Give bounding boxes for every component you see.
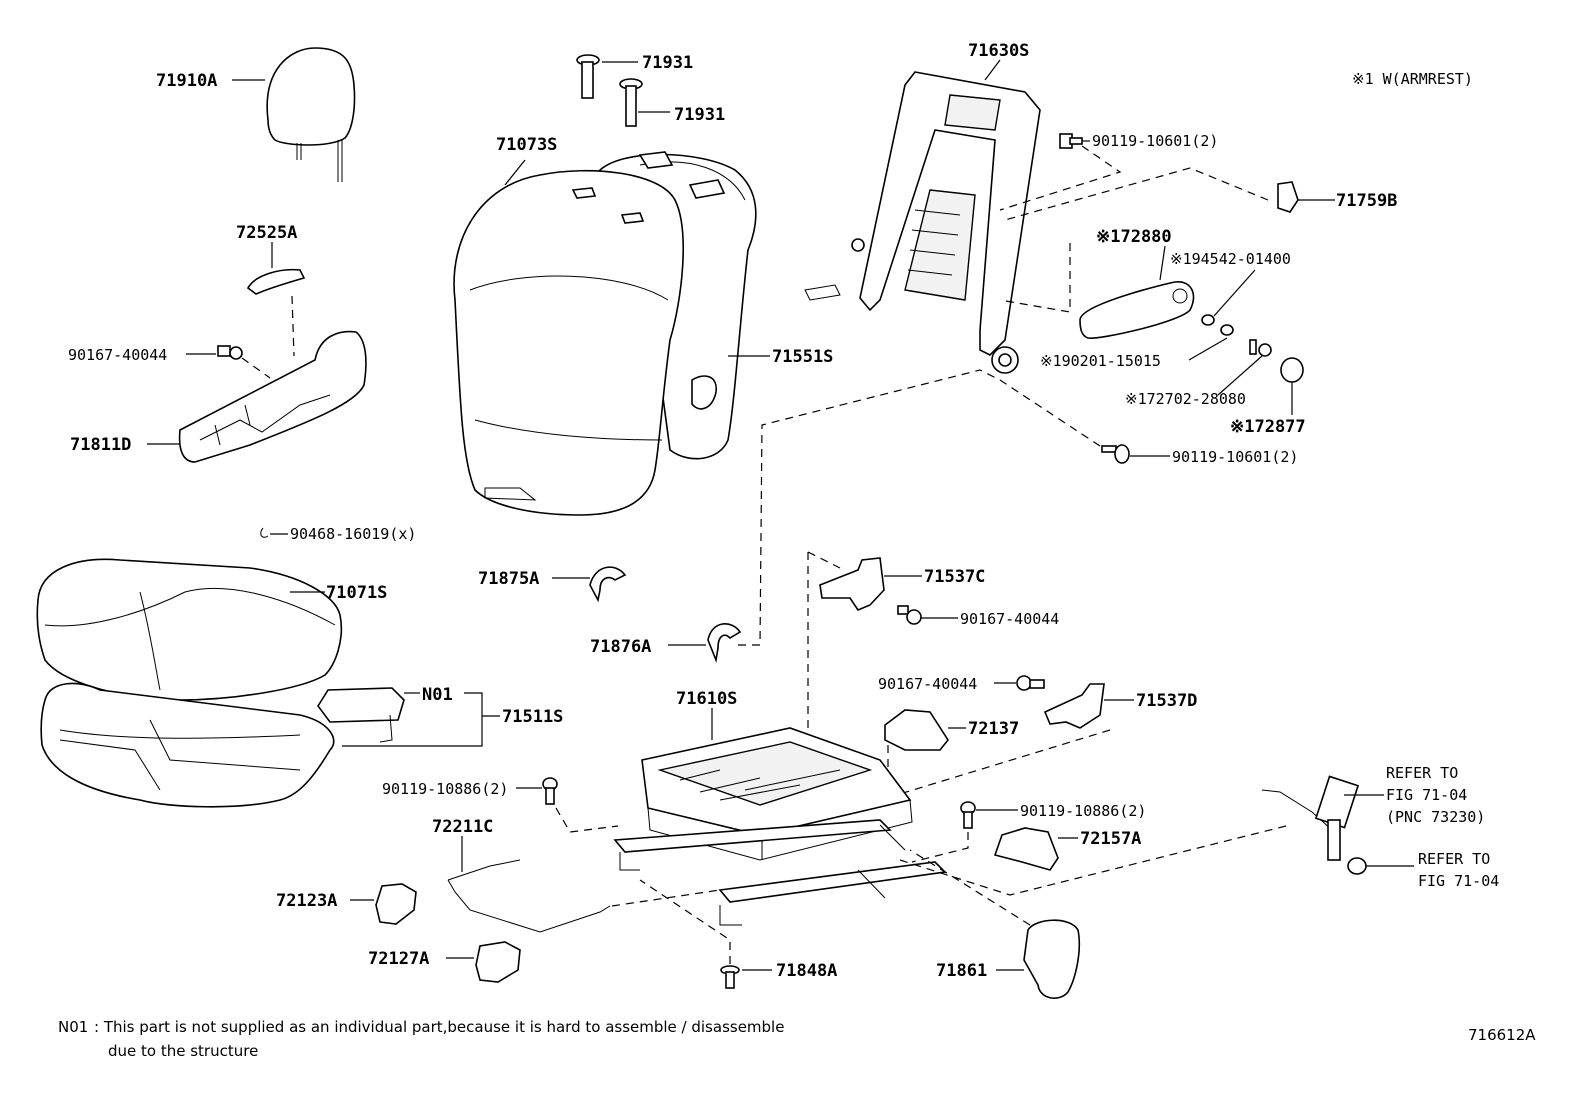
label-N01: N01 [422,685,453,705]
label-71537C: 71537C [924,567,985,587]
label-71848A: 71848A [776,961,837,981]
label-190201-15015: ※190201-15015 [1040,352,1161,370]
seat-track-drawing [613,819,947,926]
clip-71931-upper [576,54,600,99]
bolt-90167-40044-71537D [1016,675,1045,691]
label-90167-40044-mid: 90167-40044 [960,610,1059,628]
knob-72525A [246,268,306,295]
clip-90468 [260,527,269,538]
label-71511S: 71511S [502,707,563,727]
washer-190201 [1220,324,1234,336]
refer-text-1c: (PNC 73230) [1386,808,1485,826]
bolt-90119-10886-left [542,777,558,805]
label-90119-10886-right: 90119-10886(2) [1020,802,1146,820]
bolt-90119-10886-right [960,801,976,829]
harness-72211C [447,859,611,933]
label-194542-01400: ※194542-01400 [1170,250,1291,268]
headrest-drawing [266,47,356,182]
refer-text-1b: FIG 71-04 [1386,786,1467,804]
label-90468-16019: 90468-16019(x) [290,525,416,543]
bolt-90119-10601-lower [1101,444,1130,464]
label-71610S: 71610S [676,689,737,709]
footnote-code: N01 [58,1018,88,1036]
cover-72137 [884,709,949,751]
armrest-172880 [1079,281,1195,339]
label-90119-10886-left: 90119-10886(2) [382,780,508,798]
clip-71875A [589,566,627,603]
label-72123A: 72123A [276,891,337,911]
nut-refer [1347,857,1367,875]
label-71931-lower: 71931 [674,105,725,125]
seatback-cover-drawing [453,169,684,516]
cover-72123A [375,883,417,925]
cover-71861 [1023,919,1081,999]
seatback-frame-drawing [804,71,1041,374]
legend-note: ※1 W(ARMREST) [1352,70,1473,88]
side-shield-71811D [178,330,367,463]
bolt-90119-10601-upper [1059,133,1083,149]
cover-71759B [1277,181,1299,213]
label-72525A: 72525A [236,223,297,243]
label-71073S: 71073S [496,135,557,155]
refer-text-1a: REFER TO [1386,764,1458,782]
refer-text-2a: REFER TO [1418,850,1490,868]
label-71551S: 71551S [772,347,833,367]
label-90119-10601-lower: 90119-10601(2) [1172,448,1298,466]
seat-belt-buckle [1261,775,1360,861]
label-72211C: 72211C [432,817,493,837]
label-71875A: 71875A [478,569,539,589]
cover-72157A [993,827,1059,871]
clip-71848A [720,965,740,989]
washer-194542 [1201,314,1215,326]
refer-text-2b: FIG 71-04 [1418,872,1499,890]
bolt-172702 [1249,339,1272,357]
label-72137: 72137 [968,719,1019,739]
label-71861: 71861 [936,961,987,981]
label-71537D: 71537D [1136,691,1197,711]
cushion-frame-71610S [641,727,913,861]
drawing-number: 716612A [1468,1026,1536,1044]
footnote-line2: due to the structure [108,1042,258,1060]
label-72157A: 72157A [1080,829,1141,849]
label-90167-40044-left: 90167-40044 [68,346,167,364]
label-71910A: 71910A [156,71,217,91]
label-71876A: 71876A [590,637,651,657]
cap-172877 [1280,357,1304,383]
label-71630S: 71630S [968,41,1029,61]
footnote-line1: : This part is not supplied as an indivi… [94,1018,784,1036]
label-71759B: 71759B [1336,191,1397,211]
label-172702-28080: ※172702-28080 [1125,390,1246,408]
label-72127A: 72127A [368,949,429,969]
clip-71876A [707,623,742,663]
bolt-90167-40044-71537C [897,605,922,625]
label-71071S: 71071S [326,583,387,603]
bracket-71537C [819,557,885,611]
clip-71931-lower [619,78,643,127]
label-71931-upper: 71931 [642,53,693,73]
label-172880: ※172880 [1096,227,1172,247]
label-172877: ※172877 [1230,417,1306,437]
label-71811D: 71811D [70,435,131,455]
cushion-pad-71511S [40,682,335,808]
label-90119-10601-upper: 90119-10601(2) [1092,132,1218,150]
label-90167-40044-right: 90167-40044 [878,675,977,693]
heater-N01 [317,687,405,743]
cushion-cover-71071S [36,558,343,701]
bracket-71537D [1043,683,1105,729]
cover-72127A [475,941,521,983]
bolt-90167-40044-left [217,345,243,360]
